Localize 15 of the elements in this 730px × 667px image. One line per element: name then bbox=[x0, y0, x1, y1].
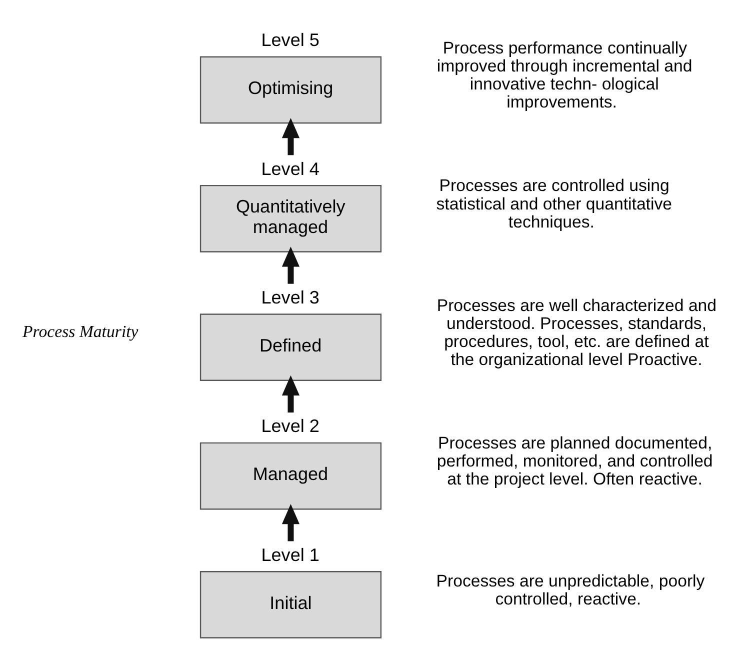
arrow bbox=[282, 504, 300, 542]
node-label: Level 4 bbox=[261, 158, 320, 179]
arrow bbox=[282, 118, 300, 156]
node-label: Processes are unpredictable, poorly controlled, reactive. bbox=[436, 571, 705, 608]
node-label: Processes are well characterized and understood. Processes, standards, procedures, tool, etc. are defined at the organizational level Proactive. bbox=[436, 296, 717, 370]
node-label: Process performance continually improved through incremental and innovative techn- ological improvements. bbox=[436, 38, 692, 112]
node-label: Level 2 bbox=[261, 416, 320, 436]
arrow bbox=[282, 375, 300, 413]
node-label: Processes are controlled using statistical and other quantitative techniques. bbox=[436, 176, 672, 232]
node-label: Level 1 bbox=[261, 544, 320, 565]
node-label: Processes are planned documented, performed, monitored, and controlled at the project level. Often reactive. bbox=[436, 434, 713, 489]
arrow bbox=[282, 246, 300, 284]
label: Process Maturity bbox=[22, 322, 138, 341]
node-label: Level 3 bbox=[261, 287, 320, 308]
node-label: Level 5 bbox=[261, 30, 320, 50]
